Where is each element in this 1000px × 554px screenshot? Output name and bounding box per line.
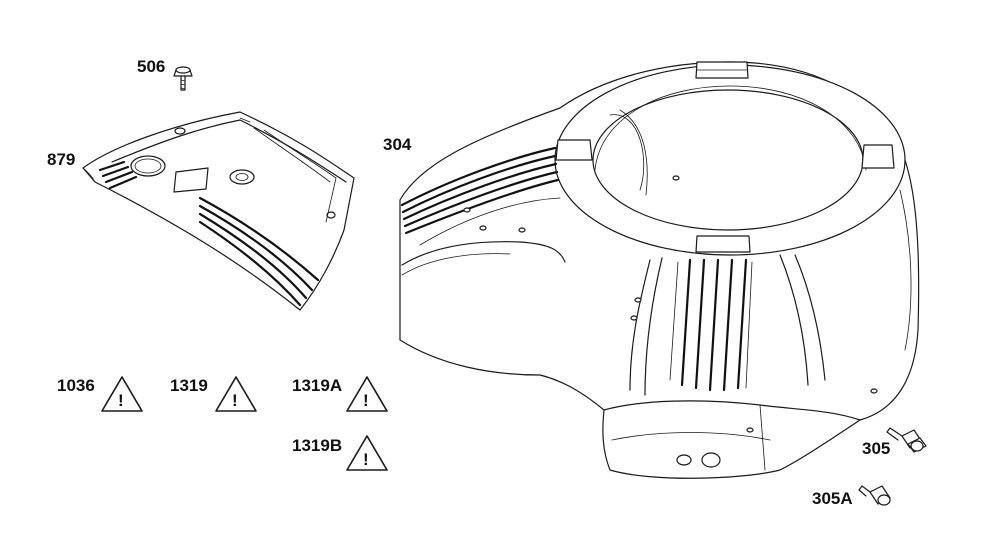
label-879: 879 [47, 150, 75, 169]
label-1319b: 1319B [292, 436, 342, 455]
part-305a-bolt-icon[interactable] [858, 485, 891, 506]
label-305: 305 [862, 439, 890, 458]
label-1036: 1036 [57, 376, 95, 395]
part-304-blower-housing[interactable] [399, 61, 920, 479]
label-305a: 305A [812, 489, 853, 508]
label-304: 304 [383, 135, 412, 154]
warning-triangle-icon[interactable]: ! [346, 435, 388, 471]
part-879-cover[interactable] [82, 111, 355, 311]
warning-mark: ! [363, 391, 369, 410]
warning-mark: ! [363, 450, 369, 469]
label-1319: 1319 [170, 376, 208, 395]
warning-triangle-icon[interactable]: ! [215, 376, 257, 412]
warning-triangle-icon[interactable]: ! [101, 376, 143, 412]
warning-mark: ! [232, 391, 238, 410]
label-506: 506 [137, 57, 165, 76]
label-1319a: 1319A [292, 376, 342, 395]
part-506-bolt-icon[interactable] [173, 66, 193, 91]
warning-mark: ! [118, 391, 124, 410]
part-305-bolt-icon[interactable] [886, 427, 927, 453]
warning-triangle-icon[interactable]: ! [346, 376, 388, 412]
